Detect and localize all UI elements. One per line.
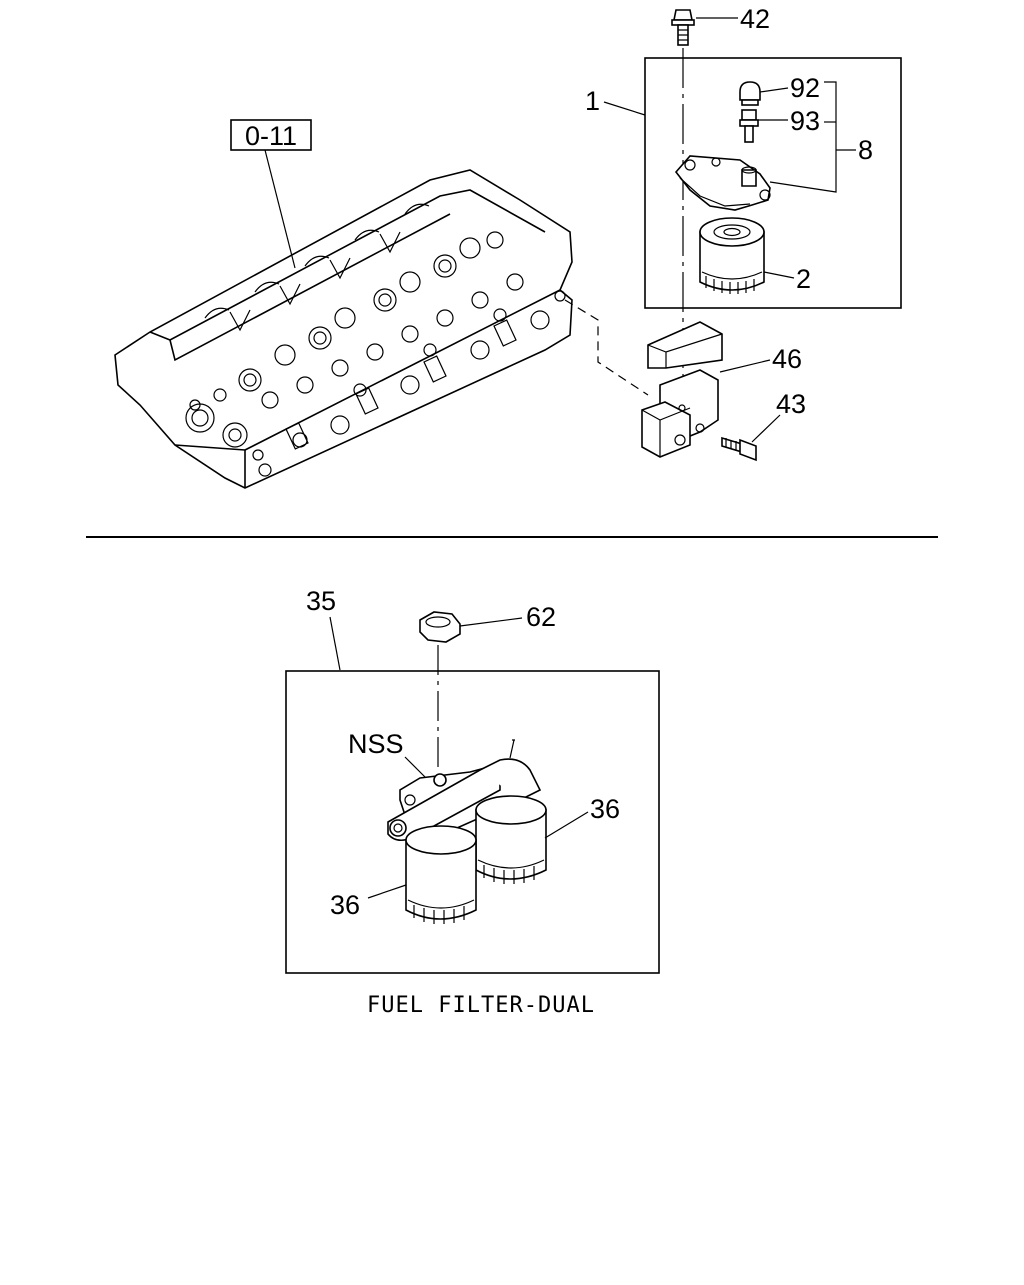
callout-46: 46 — [772, 344, 802, 374]
callout-1: 1 — [585, 86, 600, 116]
callout-92: 92 — [790, 73, 820, 103]
dual-fuel-filter-icon — [387, 739, 547, 924]
callout-36-left: 36 — [330, 890, 360, 920]
callout-93: 93 — [790, 106, 820, 136]
cap-92-icon — [739, 81, 761, 106]
callout-36-right: 36 — [590, 794, 620, 824]
callout-43: 43 — [776, 389, 806, 419]
callout-8: 8 — [858, 135, 873, 165]
ref-box-label: 0-11 — [245, 121, 297, 151]
callout-62: 62 — [526, 602, 556, 632]
reference-box: 0-11 — [230, 119, 312, 269]
label-nss: NSS — [348, 729, 404, 759]
filter-assembly-box — [644, 57, 902, 309]
dual-filter-box — [285, 670, 660, 974]
callout-42: 42 — [740, 4, 770, 34]
callout-2: 2 — [796, 264, 811, 294]
fuel-filter-2-icon — [699, 217, 765, 294]
bolt-42-icon — [671, 9, 695, 46]
figure-caption: FUEL FILTER-DUAL — [367, 993, 595, 1018]
callout-35: 35 — [306, 586, 336, 616]
bolt-43-icon — [721, 436, 757, 462]
bleeder-93-icon — [739, 109, 759, 143]
filter-head-icon — [674, 155, 771, 211]
mounting-bracket-46-icon — [641, 321, 723, 458]
cylinder-head-illustration — [114, 169, 573, 489]
nut-62-icon — [419, 611, 461, 643]
